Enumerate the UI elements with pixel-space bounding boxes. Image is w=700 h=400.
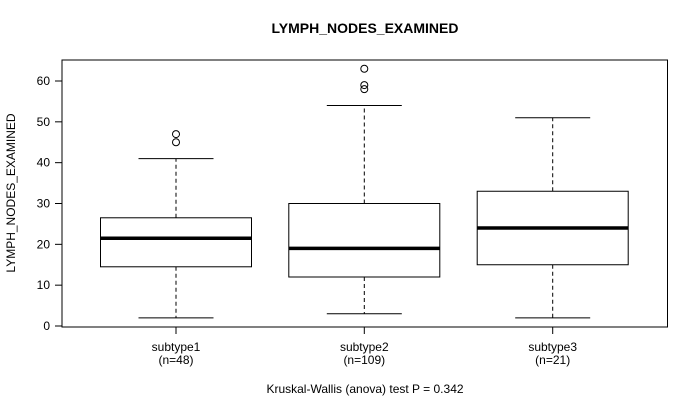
category-n: (n=21)	[535, 353, 571, 367]
category-name: subtype3	[528, 340, 578, 354]
y-tick-label: 60	[37, 74, 51, 88]
category-name: subtype2	[339, 340, 389, 354]
category-name: subtype1	[151, 340, 201, 354]
outlier-point	[360, 64, 369, 73]
outlier-point	[360, 85, 369, 94]
outlier-point	[360, 81, 369, 90]
box-subtype1	[100, 217, 252, 268]
box-subtype2	[288, 203, 441, 278]
y-tick-label: 50	[37, 115, 51, 129]
outlier-point	[172, 130, 180, 139]
stat-test-caption: Kruskal-Wallis (anova) test P = 0.342	[266, 382, 464, 396]
y-tick-label: 20	[37, 237, 51, 251]
y-tick-label: 10	[37, 278, 51, 292]
y-tick-label: 30	[37, 197, 51, 211]
outlier-point	[172, 138, 180, 147]
category-n: (n=109)	[343, 353, 386, 367]
y-tick-label: 0	[43, 319, 50, 333]
category-n: (n=48)	[158, 353, 194, 367]
category-label-1: subtype1(n=48)	[96, 341, 256, 367]
chart-title: LYMPH_NODES_EXAMINED	[271, 20, 459, 36]
category-label-2: subtype2(n=109)	[284, 341, 444, 367]
category-label-3: subtype3(n=21)	[473, 341, 633, 367]
y-tick-label: 40	[37, 156, 51, 170]
